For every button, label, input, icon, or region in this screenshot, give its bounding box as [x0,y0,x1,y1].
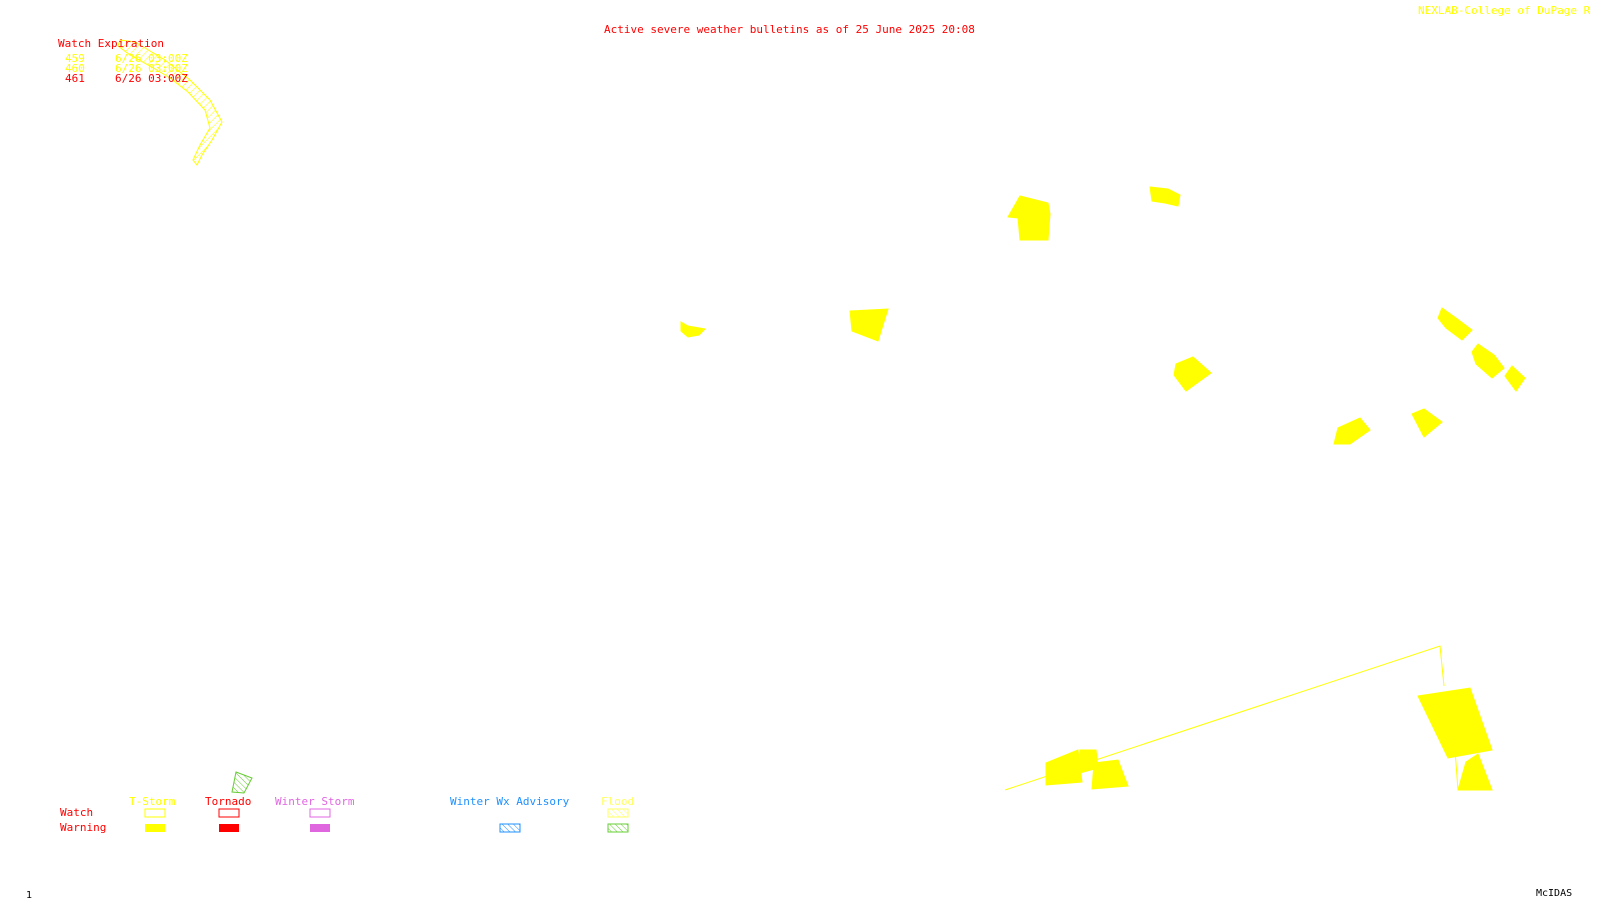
credit-label: NEXLAB-College of DuPage R [1418,4,1591,17]
legend-label-winter-storm: Winter Storm [275,795,355,808]
warning-polygon[interactable] [680,321,707,338]
warning-polygon[interactable] [1045,749,1083,786]
legend-tornado-warning [219,824,239,832]
warning-polygon[interactable] [1411,408,1443,438]
warning-polygon[interactable] [1007,195,1051,241]
warning-polygon[interactable] [1173,356,1212,392]
warning-polygon[interactable] [1437,307,1473,341]
watch-time: 6/26 03:00Z [115,52,188,65]
legend-winter-storm-watch [309,808,331,818]
warning-polygon[interactable] [849,308,889,342]
flood-warning-area [231,771,253,794]
warning-polygon[interactable] [1471,343,1505,379]
warning-polygon[interactable] [1457,753,1493,791]
watch-time: 6/26 03:00Z [115,62,188,75]
legend-flood-warning [607,823,629,833]
watch-outline-lines [1004,645,1459,791]
watch-id[interactable]: 460 [65,62,85,75]
warning-polygon[interactable] [1149,186,1181,207]
watch-expiration-heading: Watch Expiration [58,37,164,50]
legend-swatches [144,808,629,833]
software-label: McIDAS [1536,888,1573,899]
warning-polygon[interactable] [1504,365,1526,392]
warning-polygon[interactable] [1333,417,1371,445]
warning-polygons [680,186,1526,791]
legend-tstorm-warning [145,824,165,832]
legend-winter-wx-advisory-warning [499,823,521,833]
frame-number: 1 [26,890,33,901]
warning-polygon[interactable] [1417,687,1493,759]
legend-row-watch: Watch [60,806,94,819]
legend-label-winter-wx-advisory: Winter Wx Advisory [450,795,570,808]
page-title: Active severe weather bulletins as of 25… [604,23,975,36]
legend-winter-storm-warning [310,824,330,832]
watch-area-hatched [117,39,223,166]
watch-id[interactable]: 461 [65,72,85,85]
legend-tornado-watch [218,808,240,818]
legend-row-warning: Warning [60,821,107,834]
legend-tstorm-watch [144,808,166,818]
legend-flood-watch [607,808,629,818]
watch-id[interactable]: 459 [65,52,85,65]
legend-label-tornado: Tornado [205,795,252,808]
watch-time: 6/26 03:00Z [115,72,188,85]
legend-label-flood: Flood [601,795,635,808]
warning-polygon[interactable] [1091,759,1129,790]
legend-label-tstorm: T-Storm [129,795,176,808]
